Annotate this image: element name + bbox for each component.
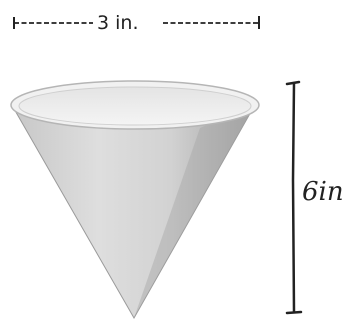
paper-cone-cup	[10, 80, 260, 320]
height-dimension-bottom-tick	[285, 310, 303, 315]
width-dimension: 3 in.	[13, 12, 260, 34]
cone-rim-inner	[18, 86, 252, 126]
width-label: 3 in.	[97, 12, 139, 34]
cone-shadow-edge	[134, 103, 256, 318]
height-dimension: 6in	[285, 80, 344, 315]
height-label: 6in	[302, 177, 344, 207]
height-dimension-line	[291, 81, 296, 314]
